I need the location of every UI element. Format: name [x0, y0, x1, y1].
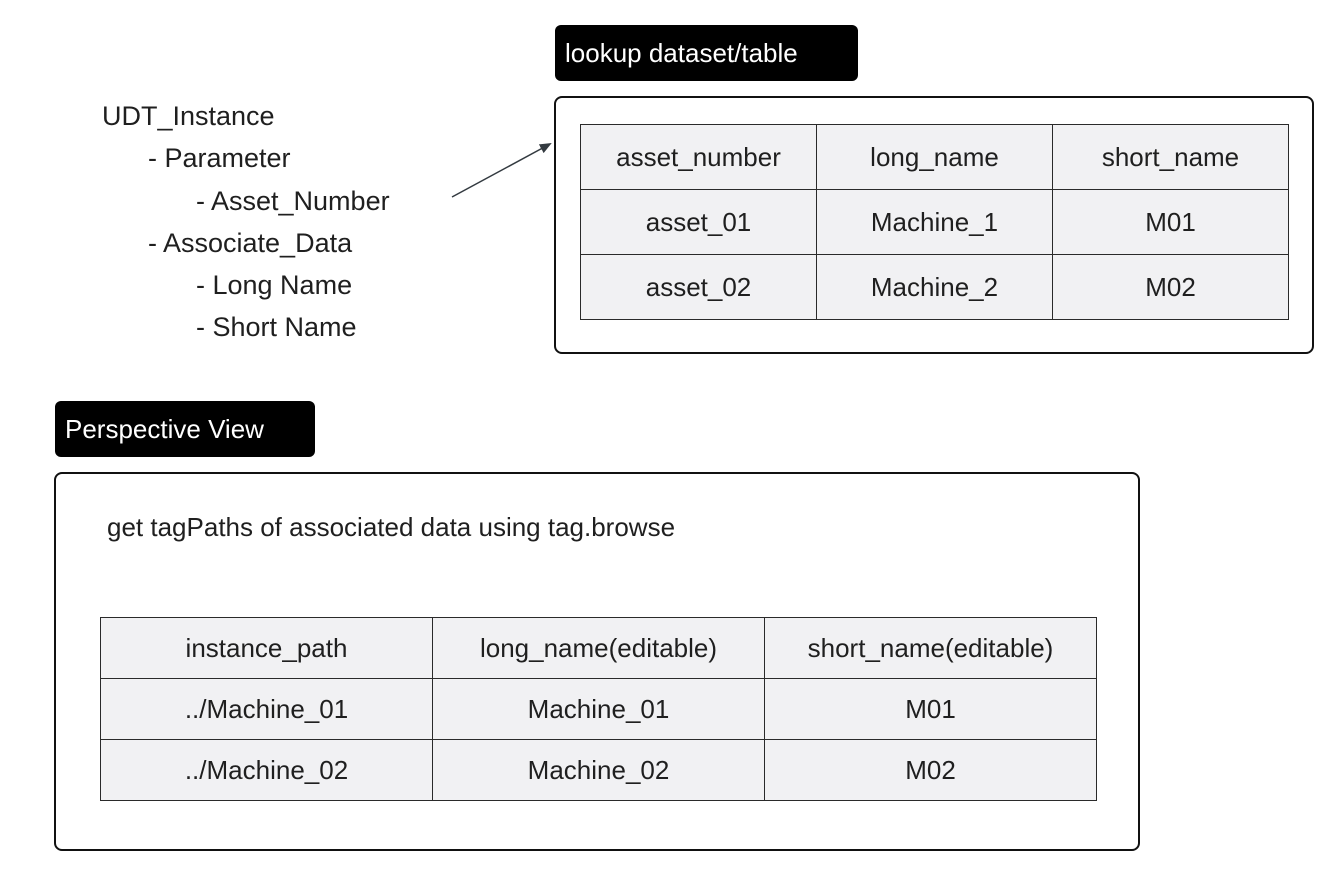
table-cell: M01	[1052, 189, 1289, 255]
editable-cell[interactable]: Machine_02	[432, 739, 765, 801]
tree-item-asset-number: - Asset_Number	[196, 185, 390, 216]
lookup-table: asset_number long_name short_name asset_…	[580, 124, 1289, 320]
perspective-table: instance_path long_name(editable) short_…	[100, 617, 1097, 801]
perspective-description: get tagPaths of associated data using ta…	[107, 512, 676, 542]
header-cell: instance_path	[100, 617, 433, 679]
perspective-view-label: Perspective View	[55, 401, 315, 457]
editable-cell[interactable]: M02	[764, 739, 1097, 801]
header-cell: short_name(editable)	[764, 617, 1097, 679]
table-cell: asset_02	[580, 254, 817, 320]
header-cell: asset_number	[580, 124, 817, 190]
lookup-title-label: lookup dataset/table	[555, 25, 858, 81]
tree-item-short-name: - Short Name	[196, 312, 357, 343]
table-cell: asset_01	[580, 189, 817, 255]
tree-item-parameter: - Parameter	[148, 143, 291, 174]
header-cell: long_name	[816, 124, 1053, 190]
table-header-row: asset_number long_name short_name	[580, 124, 1289, 190]
table-cell: Machine_2	[816, 254, 1053, 320]
editable-cell[interactable]: M01	[764, 678, 1097, 740]
table-cell: ../Machine_02	[100, 739, 433, 801]
udt-tree: UDT_Instance - Parameter - Asset_Number …	[102, 95, 390, 349]
tree-item-long-name: - Long Name	[196, 270, 353, 301]
table-row: ../Machine_01 Machine_01 M01	[100, 678, 1097, 740]
table-row: ../Machine_02 Machine_02 M02	[100, 739, 1097, 801]
editable-cell[interactable]: Machine_01	[432, 678, 765, 740]
table-cell: Machine_1	[816, 189, 1053, 255]
table-cell: ../Machine_01	[100, 678, 433, 740]
tree-item-associate-data: - Associate_Data	[148, 227, 353, 258]
table-row: asset_02 Machine_2 M02	[580, 254, 1289, 320]
tree-root: UDT_Instance	[102, 101, 275, 131]
table-cell: M02	[1052, 254, 1289, 320]
table-row: asset_01 Machine_1 M01	[580, 189, 1289, 255]
header-cell: long_name(editable)	[432, 617, 765, 679]
table-header-row: instance_path long_name(editable) short_…	[100, 617, 1097, 679]
header-cell: short_name	[1052, 124, 1289, 190]
